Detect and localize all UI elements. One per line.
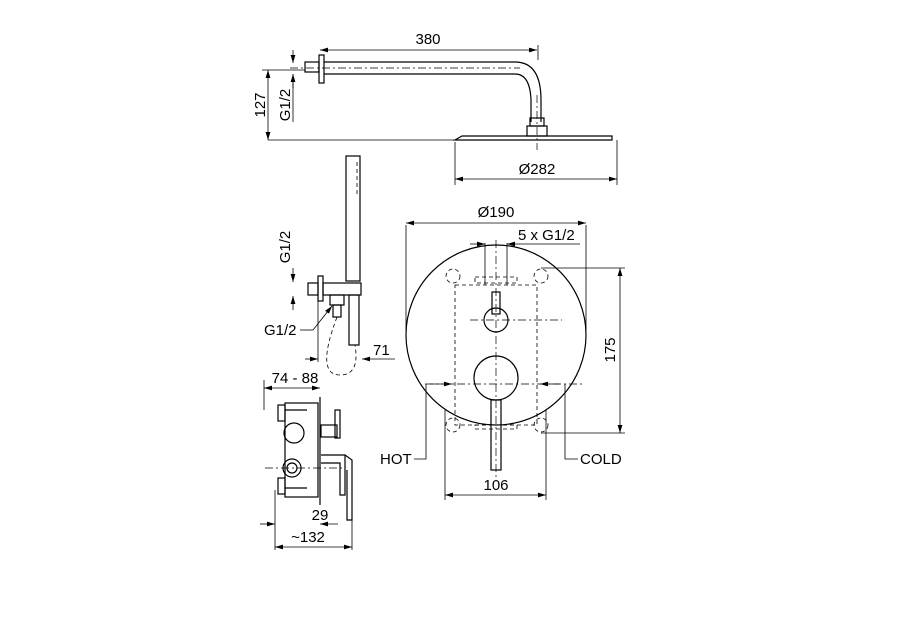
dim-hand-hose-connection: G1/2 [264, 322, 297, 339]
dim-head-diameter: Ø282 [519, 161, 556, 178]
cold-label: COLD [580, 451, 622, 468]
dim-outlets: 5 x G1/2 [518, 227, 575, 244]
dim-total-depth: ~132 [291, 529, 325, 546]
dim-plate-diameter: Ø190 [478, 204, 515, 221]
shower-arm-view: 380 127 G1/2 Ø282 [252, 31, 618, 185]
mixer-front-view: Ø190 5 x G1/2 175 HOT COLD 106 [380, 204, 625, 500]
dim-mixer-width: 106 [483, 477, 508, 494]
dim-plate-offset: 29 [312, 507, 329, 524]
dim-hand-wall-connection: G1/2 [277, 231, 294, 264]
hand-shower-view: G1/2 G1/2 71 [264, 155, 395, 376]
dim-hand-projection: 71 [373, 342, 390, 359]
dim-arm-length: 380 [415, 31, 440, 48]
dim-mixer-height: 175 [602, 337, 619, 362]
hot-label: HOT [380, 451, 412, 468]
dim-depth-range: 74 - 88 [272, 370, 319, 387]
dim-arm-height: 127 [252, 92, 269, 117]
mixer-side-view: 74 - 88 29 ~132 [260, 370, 353, 550]
dim-arm-connection: G1/2 [277, 89, 294, 122]
